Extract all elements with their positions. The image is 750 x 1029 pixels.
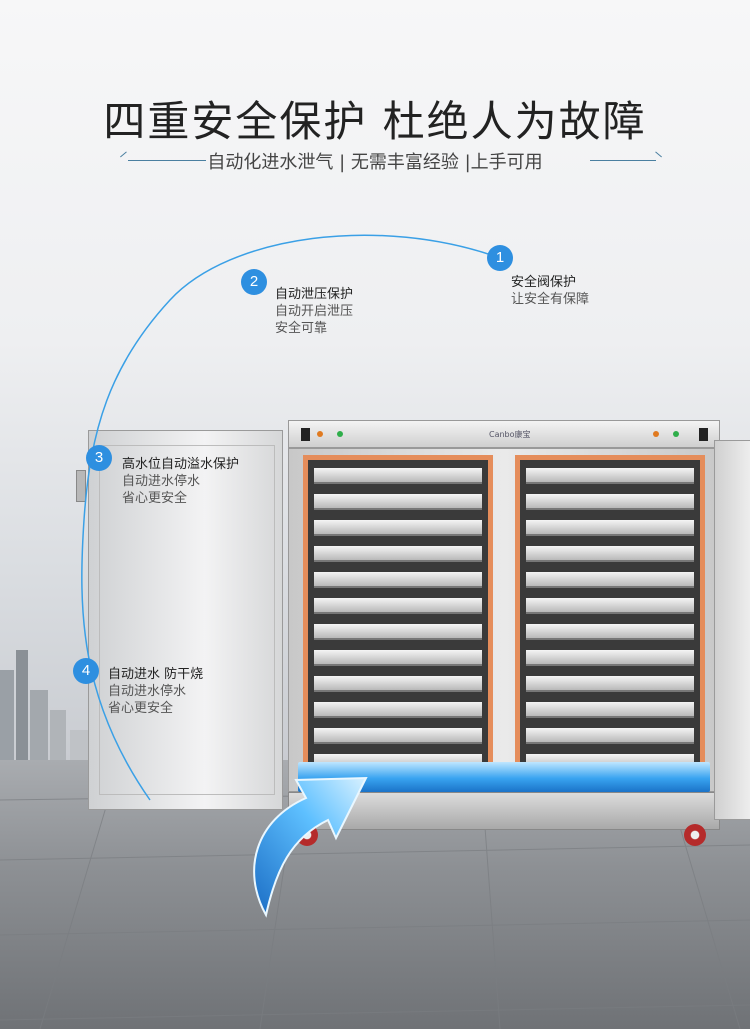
caster-wheel-icon [684, 824, 706, 846]
power-switch-icon [301, 428, 310, 441]
tray-bay-left [303, 455, 493, 785]
door-handle [76, 470, 86, 502]
page-title: 四重安全保护 杜绝人为故障 [103, 97, 647, 146]
cabinet-right-door [714, 440, 750, 820]
tray [526, 494, 694, 510]
tray [314, 676, 482, 692]
cabinet-body [288, 448, 720, 792]
feature-desc: 自动开启泄压 [275, 304, 354, 319]
indicator-light-icon [653, 431, 659, 437]
tray [526, 468, 694, 484]
feature-3: 高水位自动溢水保护 自动进水停水 省心更安全 [122, 456, 239, 507]
tray [526, 650, 694, 666]
feature-1: 安全阀保护 让安全有保障 [511, 274, 589, 308]
feature-title: 自动泄压保护 [275, 287, 354, 302]
water-arrow-icon [253, 776, 368, 918]
feature-badge-2: 2 [241, 269, 267, 295]
tray [314, 494, 482, 510]
indicator-light-icon [317, 431, 323, 437]
feature-desc: 安全可靠 [275, 321, 328, 336]
feature-4: 自动进水 防干烧 自动进水停水 省心更安全 [108, 666, 203, 717]
tray [314, 572, 482, 588]
feature-desc: 省心更安全 [122, 491, 188, 506]
tray [314, 702, 482, 718]
feature-badge-4: 4 [73, 658, 99, 684]
tray [314, 650, 482, 666]
tray [314, 624, 482, 640]
feature-desc: 让安全有保障 [511, 292, 590, 307]
tray-bay-right [515, 455, 705, 785]
indicator-light-icon [673, 431, 679, 437]
power-switch-icon [699, 428, 708, 441]
tray [526, 676, 694, 692]
feature-badge-3: 3 [86, 445, 112, 471]
tray [526, 702, 694, 718]
tray [526, 598, 694, 614]
control-panel: Canbo康宝 [288, 420, 720, 448]
subtitle-divider-left [128, 160, 206, 161]
feature-title: 自动进水 防干烧 [108, 667, 204, 682]
feature-desc: 自动进水停水 [108, 684, 187, 699]
tray [526, 624, 694, 640]
tray [314, 598, 482, 614]
tray [314, 728, 482, 744]
tray [314, 468, 482, 484]
feature-desc: 自动进水停水 [122, 474, 201, 489]
tray [314, 546, 482, 562]
feature-title: 高水位自动溢水保护 [122, 457, 240, 472]
tray [526, 728, 694, 744]
feature-title: 安全阀保护 [511, 275, 577, 290]
tray [526, 572, 694, 588]
feature-badge-1: 1 [487, 245, 513, 271]
subtitle-divider-right [590, 160, 656, 161]
page-subtitle: 自动化进水泄气 | 无需丰富经验 |上手可用 [207, 152, 543, 173]
feature-2: 自动泄压保护 自动开启泄压 安全可靠 [275, 286, 353, 337]
brand-logo: Canbo康宝 [489, 430, 531, 439]
feature-desc: 省心更安全 [108, 701, 174, 716]
tray [314, 520, 482, 536]
tray [526, 520, 694, 536]
tray [526, 546, 694, 562]
indicator-light-icon [337, 431, 343, 437]
